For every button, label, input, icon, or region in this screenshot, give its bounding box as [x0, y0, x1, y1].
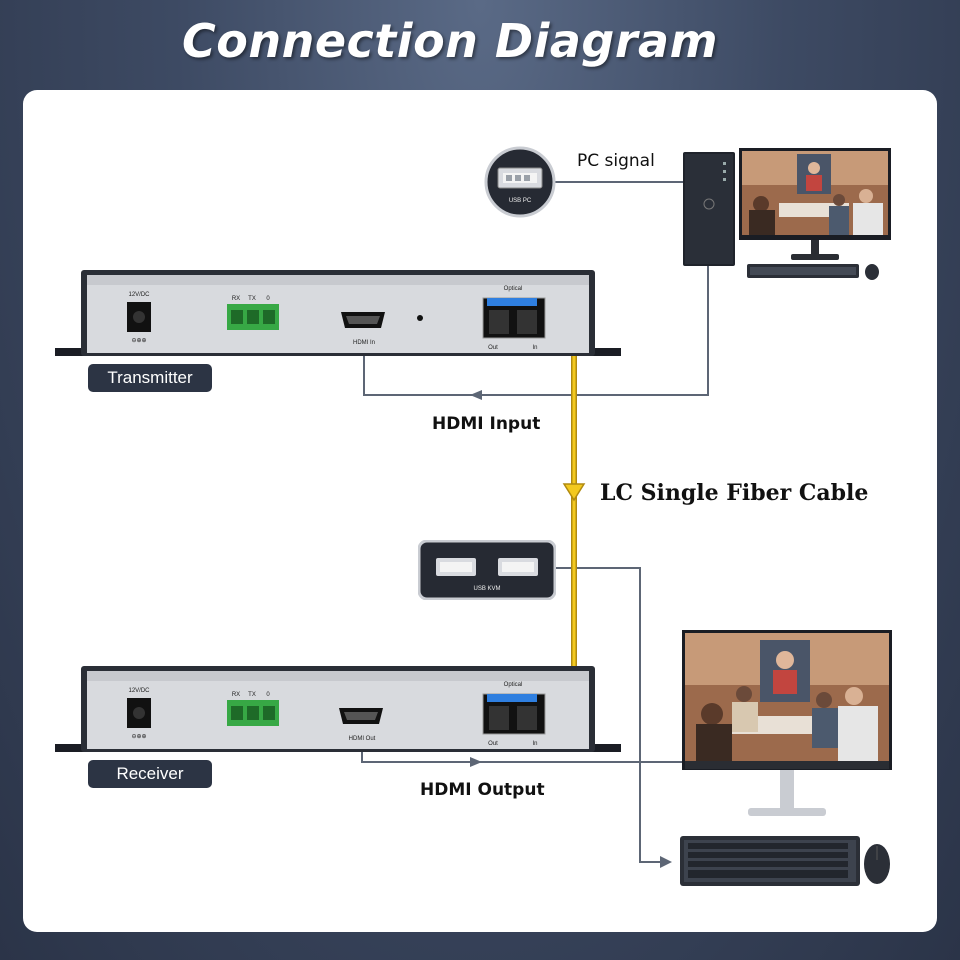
usb-pc-text: USB PC: [509, 198, 532, 204]
hdmi-input-arrow: [470, 390, 482, 400]
hdmi-input-cable: [363, 265, 709, 396]
svg-text:Out: Out: [488, 345, 498, 351]
svg-text:TX: TX: [248, 692, 256, 698]
svg-text:⊖⊕⊕: ⊖⊕⊕: [131, 338, 146, 344]
tx-sfp-tab: [487, 298, 537, 306]
svg-text:In: In: [532, 741, 537, 747]
svg-text:RX: RX: [232, 692, 240, 698]
hdmi-output-arrow: [470, 757, 482, 767]
svg-text:Out: Out: [488, 741, 498, 747]
pc-signal-label: PC signal: [577, 151, 655, 171]
rx-sfp-tab: [487, 694, 537, 702]
hdmi-input-label: HDMI Input: [432, 414, 541, 434]
fiber-cable-label: LC Single Fiber Cable: [600, 480, 869, 506]
diagram-title: Connection Diagram: [181, 14, 719, 68]
usb-kvm-cable: [553, 567, 670, 863]
receiver-label: Receiver: [88, 760, 212, 788]
transmitter-device: 12V/DC ⊖⊕⊕ RX TX 0 HDMI In Optical Out I…: [55, 270, 621, 356]
fiber-cable: [510, 305, 577, 707]
usb-kvm-port: USB KVM: [418, 540, 556, 600]
keyboard-mouse: [680, 836, 890, 886]
svg-text:HDMI In: HDMI In: [353, 340, 375, 346]
receiver-device: 12V/DC ⊖⊕⊕ RX TX 0 HDMI Out Optical Out …: [55, 666, 621, 752]
svg-text:Optical: Optical: [504, 682, 523, 688]
svg-text:In: In: [532, 345, 537, 351]
svg-text:0: 0: [266, 296, 270, 302]
usb-pc-port: USB PC: [484, 146, 556, 218]
pc-monitor: [739, 148, 891, 280]
svg-text:HDMI Out: HDMI Out: [349, 736, 376, 742]
svg-text:Optical: Optical: [504, 286, 523, 292]
svg-text:⊖⊕⊕: ⊖⊕⊕: [131, 734, 146, 740]
svg-text:TX: TX: [248, 296, 256, 302]
svg-text:0: 0: [266, 692, 270, 698]
display-monitor: [682, 630, 892, 816]
svg-text:12V/DC: 12V/DC: [128, 688, 150, 694]
hdmi-output-label: HDMI Output: [420, 780, 545, 800]
usb-kvm-text: USB KVM: [473, 586, 500, 592]
fiber-arrow: [562, 483, 586, 502]
pc-tower: [683, 152, 735, 266]
svg-text:RX: RX: [232, 296, 240, 302]
transmitter-label: Transmitter: [88, 364, 212, 392]
usb-kvm-arrow: [660, 856, 672, 868]
tx-power-text: 12V/DC: [128, 292, 150, 298]
